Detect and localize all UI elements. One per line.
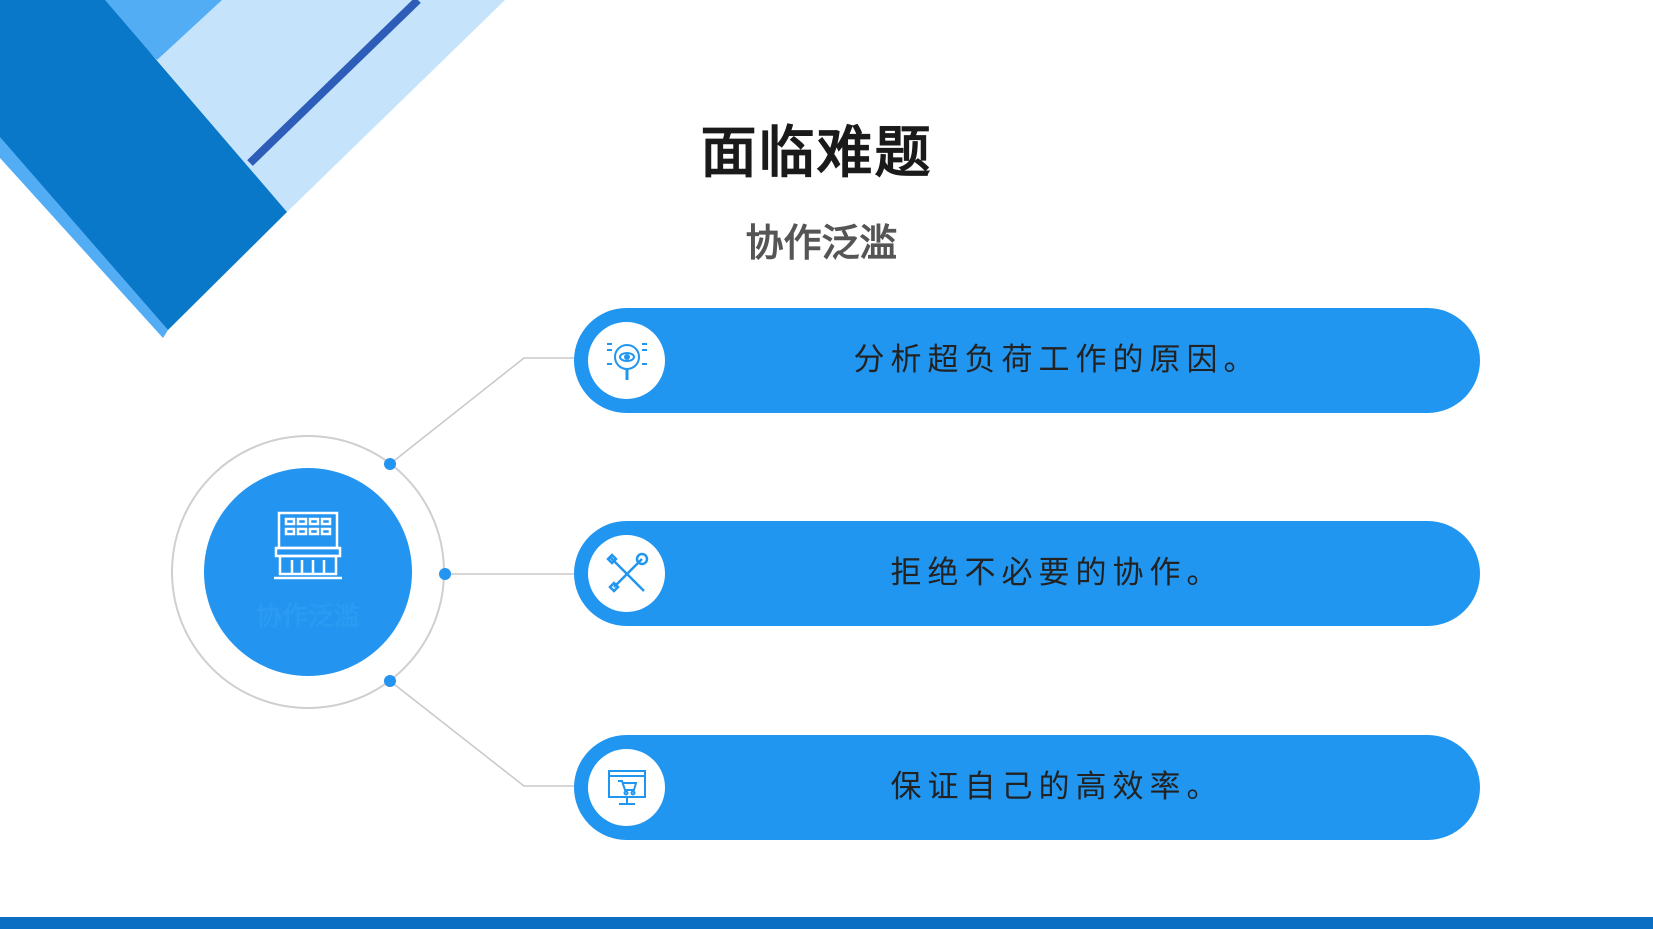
building-icon	[274, 511, 342, 580]
center-circle	[204, 468, 412, 676]
monitor-cart-icon	[588, 749, 665, 826]
bottom-bar	[0, 917, 1653, 929]
connector-dot	[439, 568, 451, 580]
item-pill-1: 分析超负荷工作的原因。	[574, 308, 1480, 413]
center-label: 协作泛滥	[255, 602, 360, 632]
item-text: 分析超负荷工作的原因。	[853, 342, 1261, 378]
connector-dot	[384, 458, 396, 470]
item-pill-3: 保证自己的高效率。	[574, 735, 1480, 840]
item-text: 拒绝不必要的协作。	[890, 555, 1224, 591]
item-text: 保证自己的高效率。	[890, 769, 1224, 805]
tools-icon	[588, 535, 665, 612]
item-pill-2: 拒绝不必要的协作。	[574, 521, 1480, 626]
connector-dot	[384, 675, 396, 687]
page-title: 面临难题	[700, 121, 933, 186]
search-eye-icon	[588, 322, 665, 399]
page-subtitle: 协作泛滥	[745, 221, 898, 265]
corner-decoration	[0, 0, 505, 338]
